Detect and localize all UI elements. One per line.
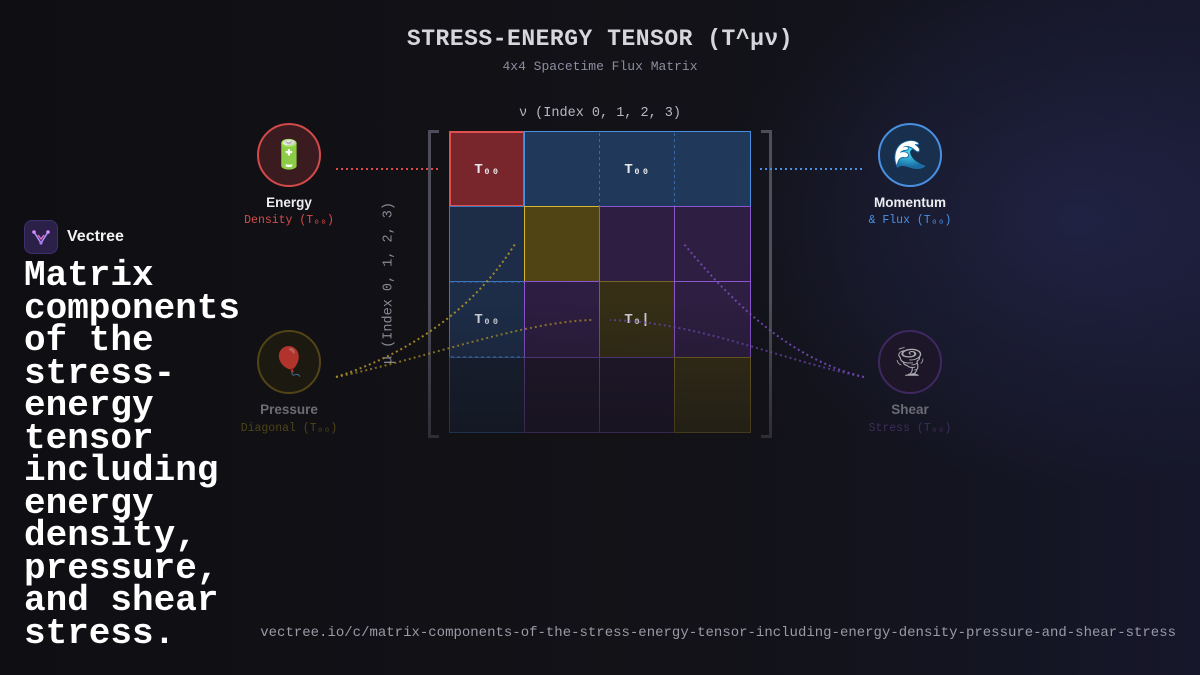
pressure-connector bbox=[335, 243, 516, 378]
cell-momentum-flux-row bbox=[524, 131, 751, 207]
pressure-sub: Diagonal (T₀₀) bbox=[240, 422, 338, 435]
momentum-label: Momentum bbox=[874, 195, 946, 210]
cell-shear-12 bbox=[599, 206, 675, 282]
battery-glyph: 🔋 bbox=[271, 141, 307, 173]
vectree-logo-icon bbox=[24, 220, 58, 254]
diagram-subtitle: 4x4 Spacetime Flux Matrix bbox=[502, 59, 698, 74]
pressure-connector-2 bbox=[335, 319, 593, 378]
wave-icon: 🌊 bbox=[878, 123, 942, 187]
cell-momentum-col-1 bbox=[449, 206, 525, 282]
page-url[interactable]: vectree.io/c/matrix-components-of-the-st… bbox=[260, 625, 1176, 641]
battery-icon: 🔋 bbox=[257, 123, 321, 187]
cell-label-tij: T₀| bbox=[624, 312, 650, 328]
cell-label-t00: T₀₀ bbox=[474, 162, 500, 178]
balloon-glyph: 🎈 bbox=[271, 348, 307, 380]
cell-label-ti0: T₀₀ bbox=[474, 312, 500, 328]
tornado-glyph: 🌪 bbox=[892, 348, 928, 380]
shear-label: Shear bbox=[891, 402, 929, 417]
energy-label: Energy bbox=[266, 195, 312, 210]
brand: Vectree bbox=[24, 220, 124, 254]
shear-sub: Stress (T₀₀) bbox=[868, 422, 952, 435]
diagram-title: STRESS-ENERGY TENSOR (T^μν) bbox=[406, 26, 794, 52]
cell-label-t0i: T₀₀ bbox=[624, 162, 650, 178]
cell-pressure-11 bbox=[524, 206, 600, 282]
matrix-fade bbox=[420, 300, 780, 440]
cell-shear-13 bbox=[674, 206, 751, 282]
shear-connector-2 bbox=[609, 319, 865, 378]
pressure-label: Pressure bbox=[260, 402, 318, 417]
headline: Matrix components of the stress-energy t… bbox=[24, 255, 241, 654]
brand-name: Vectree bbox=[67, 228, 124, 245]
momentum-sub: & Flux (T₀₀) bbox=[868, 214, 952, 227]
tornado-icon: 🌪 bbox=[878, 330, 942, 394]
nu-axis-label: ν (Index 0, 1, 2, 3) bbox=[518, 106, 682, 121]
balloon-icon: 🎈 bbox=[257, 330, 321, 394]
shear-connector bbox=[683, 243, 865, 378]
wave-glyph: 🌊 bbox=[892, 141, 928, 173]
energy-sub: Density (T₀₀) bbox=[244, 214, 334, 227]
